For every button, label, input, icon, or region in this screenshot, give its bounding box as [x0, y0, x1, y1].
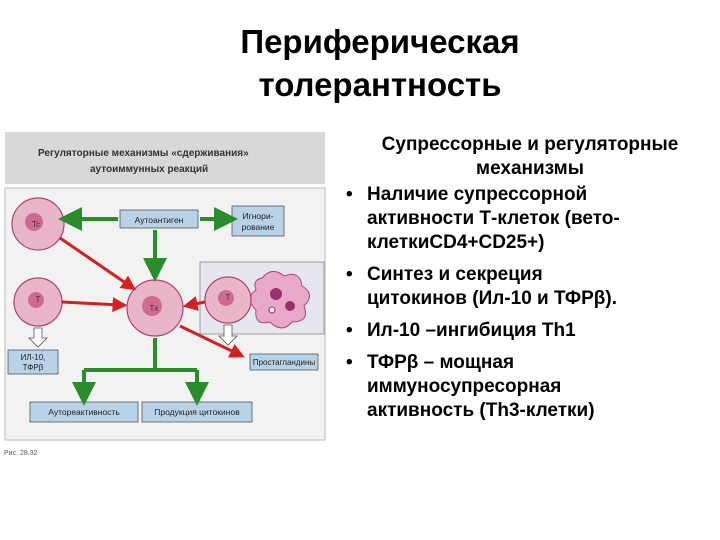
slide-title-line-1: Периферическая — [240, 23, 520, 60]
cytokine-production-label: Продукция цитокинов — [154, 407, 240, 417]
slide-title-line-2: толерантность — [258, 66, 502, 103]
bullet-marker: • — [346, 264, 353, 285]
mechanisms-heading: Супрессорные и регуляторные механизмы — [340, 133, 720, 181]
bullet-marker: • — [346, 352, 353, 373]
arrow-tc-to-tx — [59, 236, 137, 291]
ignoring-label-line-2: рование — [242, 222, 275, 232]
bullet-line: Наличие супрессорной — [367, 184, 588, 205]
figure-footnote: Рис. 28.32 — [4, 450, 38, 457]
arrow-tx-to-prostaglandins — [179, 324, 245, 358]
bullet-line: активность (Th3-клетки) — [367, 400, 595, 421]
arrow-t-right-to-tx — [182, 296, 206, 311]
t-cell-right-nucleus — [218, 290, 234, 306]
bullet-line: иммуносупресорная — [367, 376, 562, 397]
arrow-t-left-to-cytokines — [28, 327, 48, 348]
ignoring-label-line-1: Игнори- — [243, 211, 274, 221]
bullet-line: ТФРβ – мощная — [367, 352, 515, 373]
tx-cell-nucleus — [142, 296, 162, 316]
macrophage-vacuole — [268, 306, 276, 314]
tc-cell-nucleus — [25, 213, 43, 231]
bullet-marker: • — [346, 320, 353, 341]
tc-cell-label: Tc — [32, 220, 40, 229]
t-cell-left-nucleus — [28, 292, 44, 308]
mechanisms-heading-line-2: механизмы — [476, 158, 584, 179]
bullet-line: активности Т-клеток (вето- — [367, 208, 620, 229]
prostaglandins-box — [249, 353, 319, 371]
cytokines-label-line-2: ТФРβ — [23, 363, 44, 372]
bullet-line: Синтез и секреция — [367, 264, 543, 285]
figure-header-line-1: Регуляторные механизмы «сдерживания» — [38, 148, 249, 159]
mechanisms-text-panel: Супрессорные и регуляторные механизмы • … — [340, 133, 720, 431]
arrow-t-right-down — [218, 324, 238, 346]
macrophage-nucleus-1 — [270, 288, 282, 300]
mechanisms-heading-line-1: Супрессорные и регуляторные — [381, 134, 679, 155]
bullet-item: • Ил-10 –ингибиция Th1 — [340, 319, 720, 343]
autoantigen-box — [119, 209, 199, 229]
bullet-item: • Наличие супрессорной активности Т-клет… — [340, 183, 720, 255]
bullet-line: цитокинов (Ил-10 и ТФРβ). — [367, 288, 617, 309]
macrophage-nucleus-2 — [285, 301, 295, 311]
bullet-line: клеткиCD4+CD25+) — [367, 232, 545, 253]
t-cell-left-label: T — [36, 295, 41, 304]
regulatory-mechanisms-figure: Регуляторные механизмы «сдерживания» аут… — [0, 130, 330, 460]
bullet-item: • ТФРβ – мощная иммуносупресорная активн… — [340, 351, 720, 423]
bullet-line: Ил-10 –ингибиция Th1 — [367, 320, 576, 341]
arrow-t-left-to-tx — [61, 297, 128, 313]
figure-header-line-2: аутоиммунных реакций — [90, 164, 208, 175]
tx-cell-label: Tx — [150, 304, 159, 313]
bullet-marker: • — [346, 184, 353, 205]
t-cell-right-label: T — [226, 293, 231, 302]
autoantigen-label: Аутоантиген — [135, 215, 184, 225]
autoreactivity-label: Аутореактивность — [48, 407, 120, 417]
mechanisms-bullet-list: • Наличие супрессорной активности Т-клет… — [340, 183, 720, 423]
bullet-item: • Синтез и секреция цитокинов (Ил-10 и Т… — [340, 263, 720, 311]
prostaglandins-label: Простагландины — [253, 358, 316, 367]
macrophage-cell — [249, 271, 310, 329]
figure-header-band — [5, 132, 325, 184]
slide-title: Периферическая толерантность — [160, 20, 600, 106]
cytokines-box — [7, 349, 59, 375]
cytokines-label-line-1: ИЛ-10, — [21, 353, 46, 362]
